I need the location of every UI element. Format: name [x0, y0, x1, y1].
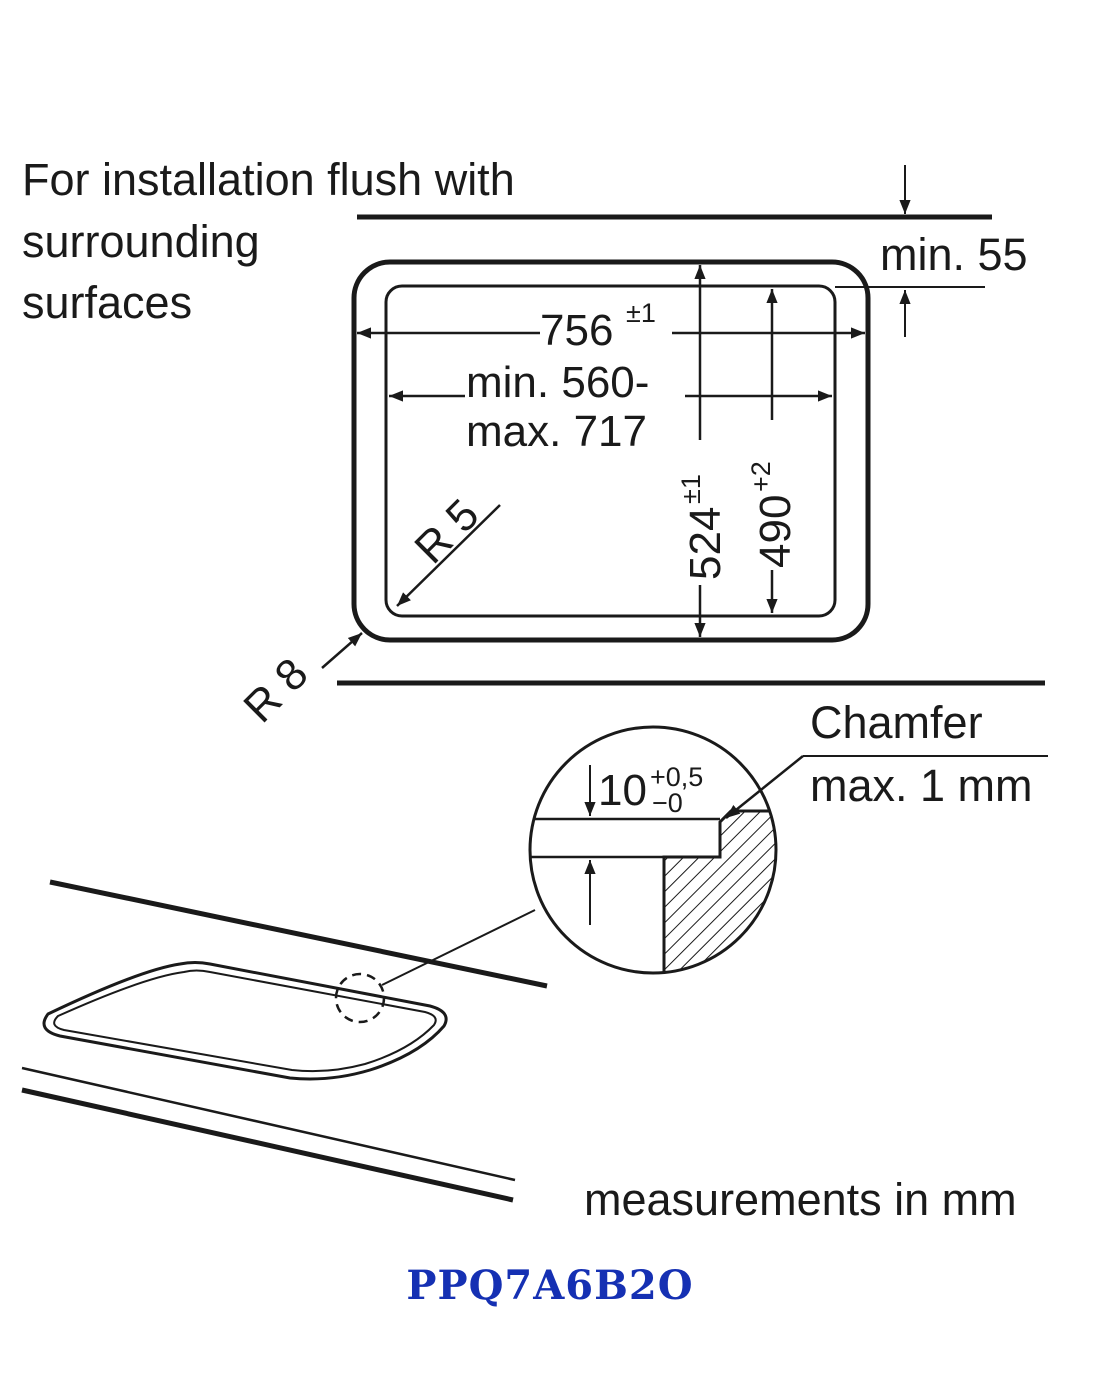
- radius-inner-label-group: R 5: [405, 490, 488, 573]
- rebate-tol-lower: −0: [652, 788, 683, 818]
- depth-outer-tolerance: ±1: [676, 474, 706, 504]
- intro-line-3: surfaces: [22, 277, 192, 328]
- detail-connector-line: [381, 909, 536, 986]
- worktop-section-outline: [662, 809, 776, 973]
- detail-highlight-circle: [334, 972, 386, 1024]
- perspective-cutout-inner: [53, 969, 437, 1073]
- width-outer-label: 756: [540, 306, 613, 355]
- perspective-cutout-outer: [42, 961, 448, 1081]
- outer-cutout: [351, 259, 871, 643]
- depth-inner-label-group: 490 +2: [746, 461, 800, 568]
- model-code: PPQ7A6B2O: [406, 1262, 694, 1309]
- radius-outer-label: R 8: [234, 649, 317, 732]
- width-outer-tolerance: ±1: [626, 298, 656, 328]
- inner-cutout: [384, 284, 837, 618]
- detail-circle: [528, 725, 778, 975]
- worktop-front-edge-top: [21, 1066, 516, 1182]
- chamfer-leader: [725, 755, 804, 819]
- width-inner-line-1: min. 560-: [466, 358, 649, 407]
- plan-view: [321, 165, 1045, 686]
- rebate-depth-label: 10: [598, 766, 647, 815]
- intro-line-2: surrounding: [22, 216, 260, 267]
- chamfer-label-line-1: Chamfer: [810, 697, 983, 748]
- rebate-tol-upper: +0,5: [650, 762, 703, 792]
- depth-outer-label-group: 524 ±1: [676, 474, 730, 580]
- width-inner-line-2: max. 717: [466, 407, 647, 456]
- radius-inner-leader: [396, 504, 501, 607]
- radius-outer-label-group: R 8: [234, 649, 317, 732]
- chamfer-label-line-2: max. 1 mm: [810, 760, 1033, 811]
- perspective-view: [21, 879, 548, 1203]
- radius-inner-label: R 5: [405, 490, 488, 573]
- worktop-section-hatch: [664, 811, 776, 973]
- worktop-back-edge: [49, 879, 548, 989]
- worktop-front-edge-bottom: [21, 1087, 514, 1203]
- depth-inner-tolerance: +2: [746, 461, 776, 492]
- units-note: measurements in mm: [584, 1174, 1017, 1225]
- depth-inner-label: 490: [751, 495, 800, 568]
- radius-outer-leader: [321, 632, 363, 669]
- depth-min-label: min. 55: [880, 229, 1028, 280]
- intro-line-1: For installation flush with: [22, 154, 515, 205]
- rebate-detail: 10 +0,5 −0 Chamfer max. 1 mm: [528, 697, 1048, 975]
- depth-outer-label: 524: [681, 507, 730, 580]
